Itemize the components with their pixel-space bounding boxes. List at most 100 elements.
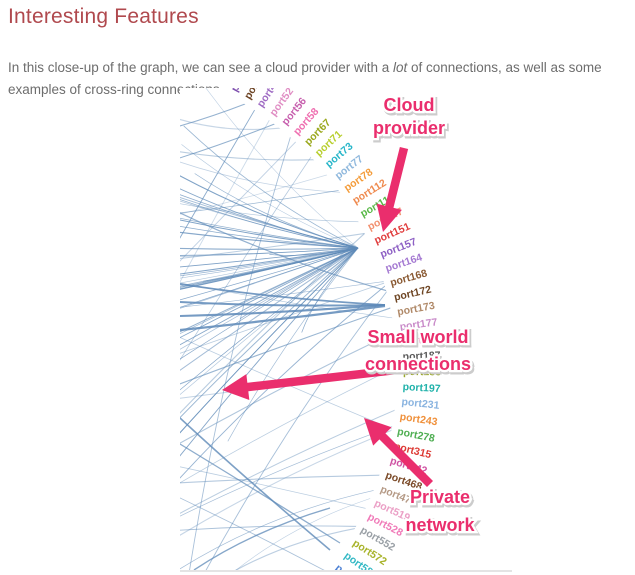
graph-edge (180, 247, 359, 330)
graph-edge (180, 417, 331, 551)
graph-edge (180, 123, 276, 223)
graph-edge (180, 247, 359, 570)
intro-paragraph: In this close-up of the graph, we can se… (8, 57, 626, 101)
graph-edge (181, 144, 359, 249)
graph-edge (180, 247, 359, 317)
port-label: port243 (399, 411, 438, 429)
graph-edge (180, 365, 397, 570)
graph-edge (239, 247, 359, 320)
annotation-text: connections (365, 354, 471, 374)
graph-edge (180, 232, 366, 291)
graph-edge (183, 125, 359, 249)
graph-edge (194, 173, 359, 249)
graph-edge (180, 103, 247, 158)
graph-edge (180, 235, 359, 257)
annotation-text: connections (365, 354, 471, 374)
graph-edge (193, 507, 331, 570)
graph-edge (180, 154, 359, 249)
graph-edge (180, 247, 359, 287)
graph-edge (180, 119, 271, 570)
graph-edge (180, 247, 359, 570)
graph-edge (180, 527, 357, 570)
annotation-labels: CloudCloudCloudproviderproviderproviderS… (363, 93, 480, 540)
graph-edge (180, 88, 342, 193)
graph-edge (180, 307, 392, 531)
graph-edge (180, 247, 359, 438)
graph-edge (180, 290, 388, 570)
graph-edge (180, 134, 359, 249)
graph-edge (180, 142, 359, 249)
graph-edge (301, 247, 359, 333)
annotation-text: network (407, 517, 477, 537)
annotation-arrows (222, 146, 449, 488)
annotation-text: Cloud (385, 97, 436, 117)
graph-edge (189, 88, 359, 249)
graph-edge (180, 129, 359, 249)
graph-edge (180, 247, 359, 450)
graph-edge (180, 247, 359, 545)
graph-edge (180, 155, 312, 570)
graph-edge (180, 135, 292, 570)
arrow-shaft (376, 430, 434, 488)
graph-edge (180, 301, 386, 307)
graph-edge (180, 409, 396, 570)
graph-edge (180, 88, 388, 292)
arrow-head (222, 374, 250, 400)
graph-edge (180, 163, 359, 249)
annotation-text: provider (373, 118, 445, 138)
graph-edge (180, 474, 381, 517)
annotation-text: Small world (369, 329, 470, 349)
annotation-text: Cloud (384, 95, 435, 115)
page-title: Interesting Features (8, 5, 199, 28)
port-label: port197 (402, 381, 441, 395)
port-label: port231 (401, 396, 440, 412)
intro-text-pre: In this close-up of the graph, we can se… (8, 59, 393, 75)
annotation-text: Private (410, 487, 470, 507)
arrow-shaft (384, 146, 409, 212)
graph-edge (180, 247, 359, 510)
graph-edge (180, 247, 359, 349)
graph-edge (180, 247, 359, 357)
annotation-text: Small world (367, 327, 468, 347)
graph-edge (180, 247, 359, 320)
annotation-text: Small world (367, 327, 468, 347)
arrow-head (364, 418, 392, 446)
graph-edge (180, 247, 359, 433)
graph-edge (180, 247, 359, 357)
arrow-head (376, 203, 402, 232)
port-label: port181 (401, 333, 440, 348)
graph-edge (180, 219, 359, 250)
graph-edge (180, 425, 394, 570)
graph-edge (180, 303, 386, 318)
annotation-text: connections (366, 356, 472, 376)
graph-edge (180, 285, 387, 570)
graph-edge (180, 88, 359, 249)
graph-edge (180, 283, 386, 306)
annotation-text: network (405, 515, 475, 535)
graph-edge (180, 247, 359, 313)
graph-edge (180, 88, 282, 131)
annotation-text: provider (374, 120, 446, 140)
graph-edge (269, 247, 359, 256)
intro-text-italic: lot (392, 59, 408, 75)
graph-edge (180, 497, 372, 570)
graph-edge (180, 247, 359, 383)
graph-edge (180, 247, 359, 354)
annotation-text: Cloud (384, 95, 435, 115)
edge-bundle (180, 88, 397, 570)
graph-edge (180, 247, 359, 516)
graph-edge (180, 304, 386, 332)
graph-edge (180, 88, 316, 161)
port-label: port173 (396, 300, 436, 319)
graph-edge (203, 247, 359, 282)
graph-edge (180, 331, 396, 570)
graph-edge (180, 174, 329, 282)
graph-edge (180, 108, 256, 570)
intro-text-post: of connections, as well as some examples… (8, 59, 602, 97)
graph-edge (180, 175, 393, 430)
arrow-shaft (243, 359, 449, 392)
graph-edge (180, 281, 385, 348)
annotation-text: Private (411, 489, 471, 509)
graph-edge (180, 140, 297, 570)
graph-figure: port34port40port47port52port56port58port… (180, 88, 512, 572)
